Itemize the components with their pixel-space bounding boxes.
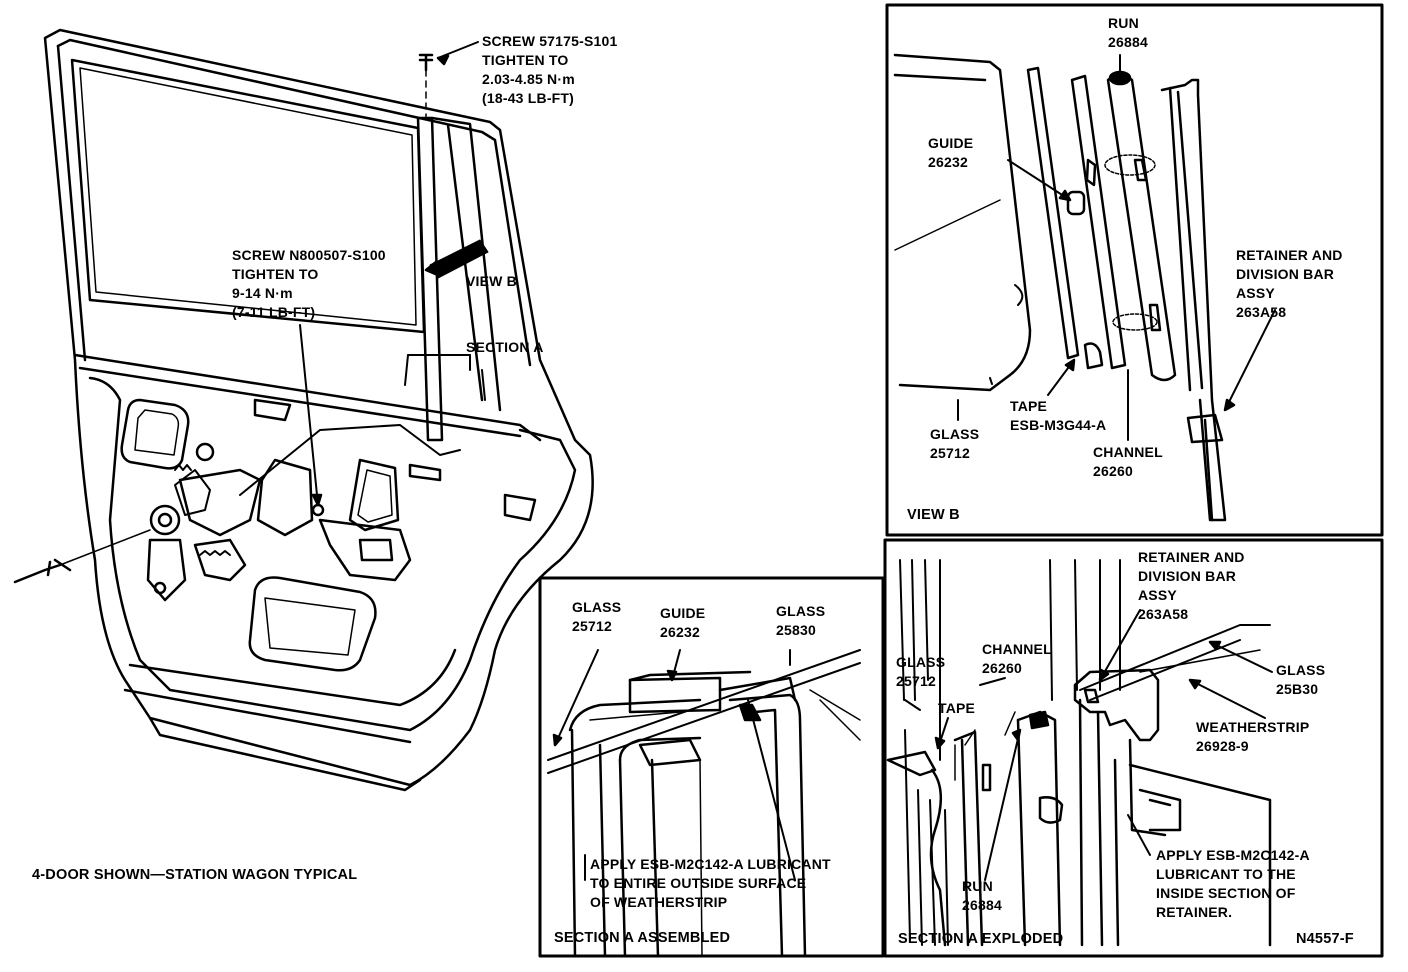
view-b-illustration bbox=[893, 53, 1227, 522]
division-bar bbox=[416, 116, 444, 442]
screw-n800507-label: SCREW N800507-S100 TIGHTEN TO 9-14 N·m (… bbox=[232, 247, 386, 320]
view-b-tape-label: TAPE ESB-M3G44-A bbox=[1010, 398, 1107, 433]
view-b-glass-label: GLASS 25712 bbox=[930, 426, 980, 461]
window-regulator bbox=[178, 468, 262, 537]
view-b-title: VIEW B bbox=[907, 507, 960, 523]
exploded-weatherstrip-label: WEATHERSTRIP 26928-9 bbox=[1196, 719, 1310, 754]
top-screw bbox=[418, 53, 434, 72]
screw-57175-label: SCREW 57175-S101 TIGHTEN TO 2.03-4.85 N·… bbox=[482, 33, 618, 106]
exploded-run-label: RUN 26884 bbox=[962, 878, 1002, 913]
view-b-reference: VIEW B bbox=[466, 273, 517, 289]
exploded-retainer-label: RETAINER AND DIVISION BAR ASSY 263A58 bbox=[1138, 549, 1245, 622]
exploded-tape-label: TAPE bbox=[938, 700, 976, 716]
assembled-glass-25712-label: GLASS 25712 bbox=[572, 599, 622, 634]
view-b-guide-label: GUIDE 26232 bbox=[928, 135, 974, 170]
section-a-exploded-panel bbox=[883, 538, 1384, 958]
view-b-channel-label: CHANNEL 26260 bbox=[1093, 444, 1163, 479]
exploded-lubricant-note: APPLY ESB-M2C142-A LUBRICANT TO THE INSI… bbox=[1156, 847, 1310, 920]
section-a-exploded-illustration bbox=[886, 559, 1272, 947]
access-hole-2 bbox=[256, 458, 314, 537]
door-outer-frame bbox=[43, 28, 594, 787]
section-a-assembled-title: SECTION A ASSEMBLED bbox=[554, 930, 731, 946]
view-b-retainer-label: RETAINER AND DIVISION BAR ASSY 263A58 bbox=[1236, 247, 1343, 320]
assembled-glass-25830-label: GLASS 25830 bbox=[776, 603, 826, 638]
section-a-assembled-panel bbox=[538, 576, 885, 958]
section-a-assembled-illustration bbox=[547, 649, 861, 958]
section-a-reference: SECTION A bbox=[466, 339, 544, 355]
push-pin bbox=[13, 558, 72, 584]
section-a-exploded-title: SECTION A EXPLODED bbox=[898, 931, 1064, 947]
exploded-glass-25712-label: GLASS 25712 bbox=[896, 654, 946, 689]
door-inner-panel bbox=[88, 376, 577, 732]
exploded-channel-label: CHANNEL 26260 bbox=[982, 641, 1052, 676]
view-b-panel bbox=[885, 3, 1384, 537]
door-illustration bbox=[13, 28, 594, 792]
figure-id: N4557-F bbox=[1296, 931, 1354, 947]
view-b-run-label: RUN 26884 bbox=[1108, 15, 1148, 50]
assembled-lubricant-note: APPLY ESB-M2C142-A LUBRICANT TO ENTIRE O… bbox=[590, 856, 831, 910]
access-hole-4 bbox=[248, 576, 377, 672]
access-hole-3 bbox=[348, 458, 400, 532]
exploded-glass-25b30-label: GLASS 25B30 bbox=[1276, 662, 1326, 697]
access-hole-1 bbox=[120, 398, 190, 470]
assembled-guide-label: GUIDE 26232 bbox=[660, 605, 706, 640]
main-caption: 4-DOOR SHOWN—STATION WAGON TYPICAL bbox=[32, 867, 358, 883]
